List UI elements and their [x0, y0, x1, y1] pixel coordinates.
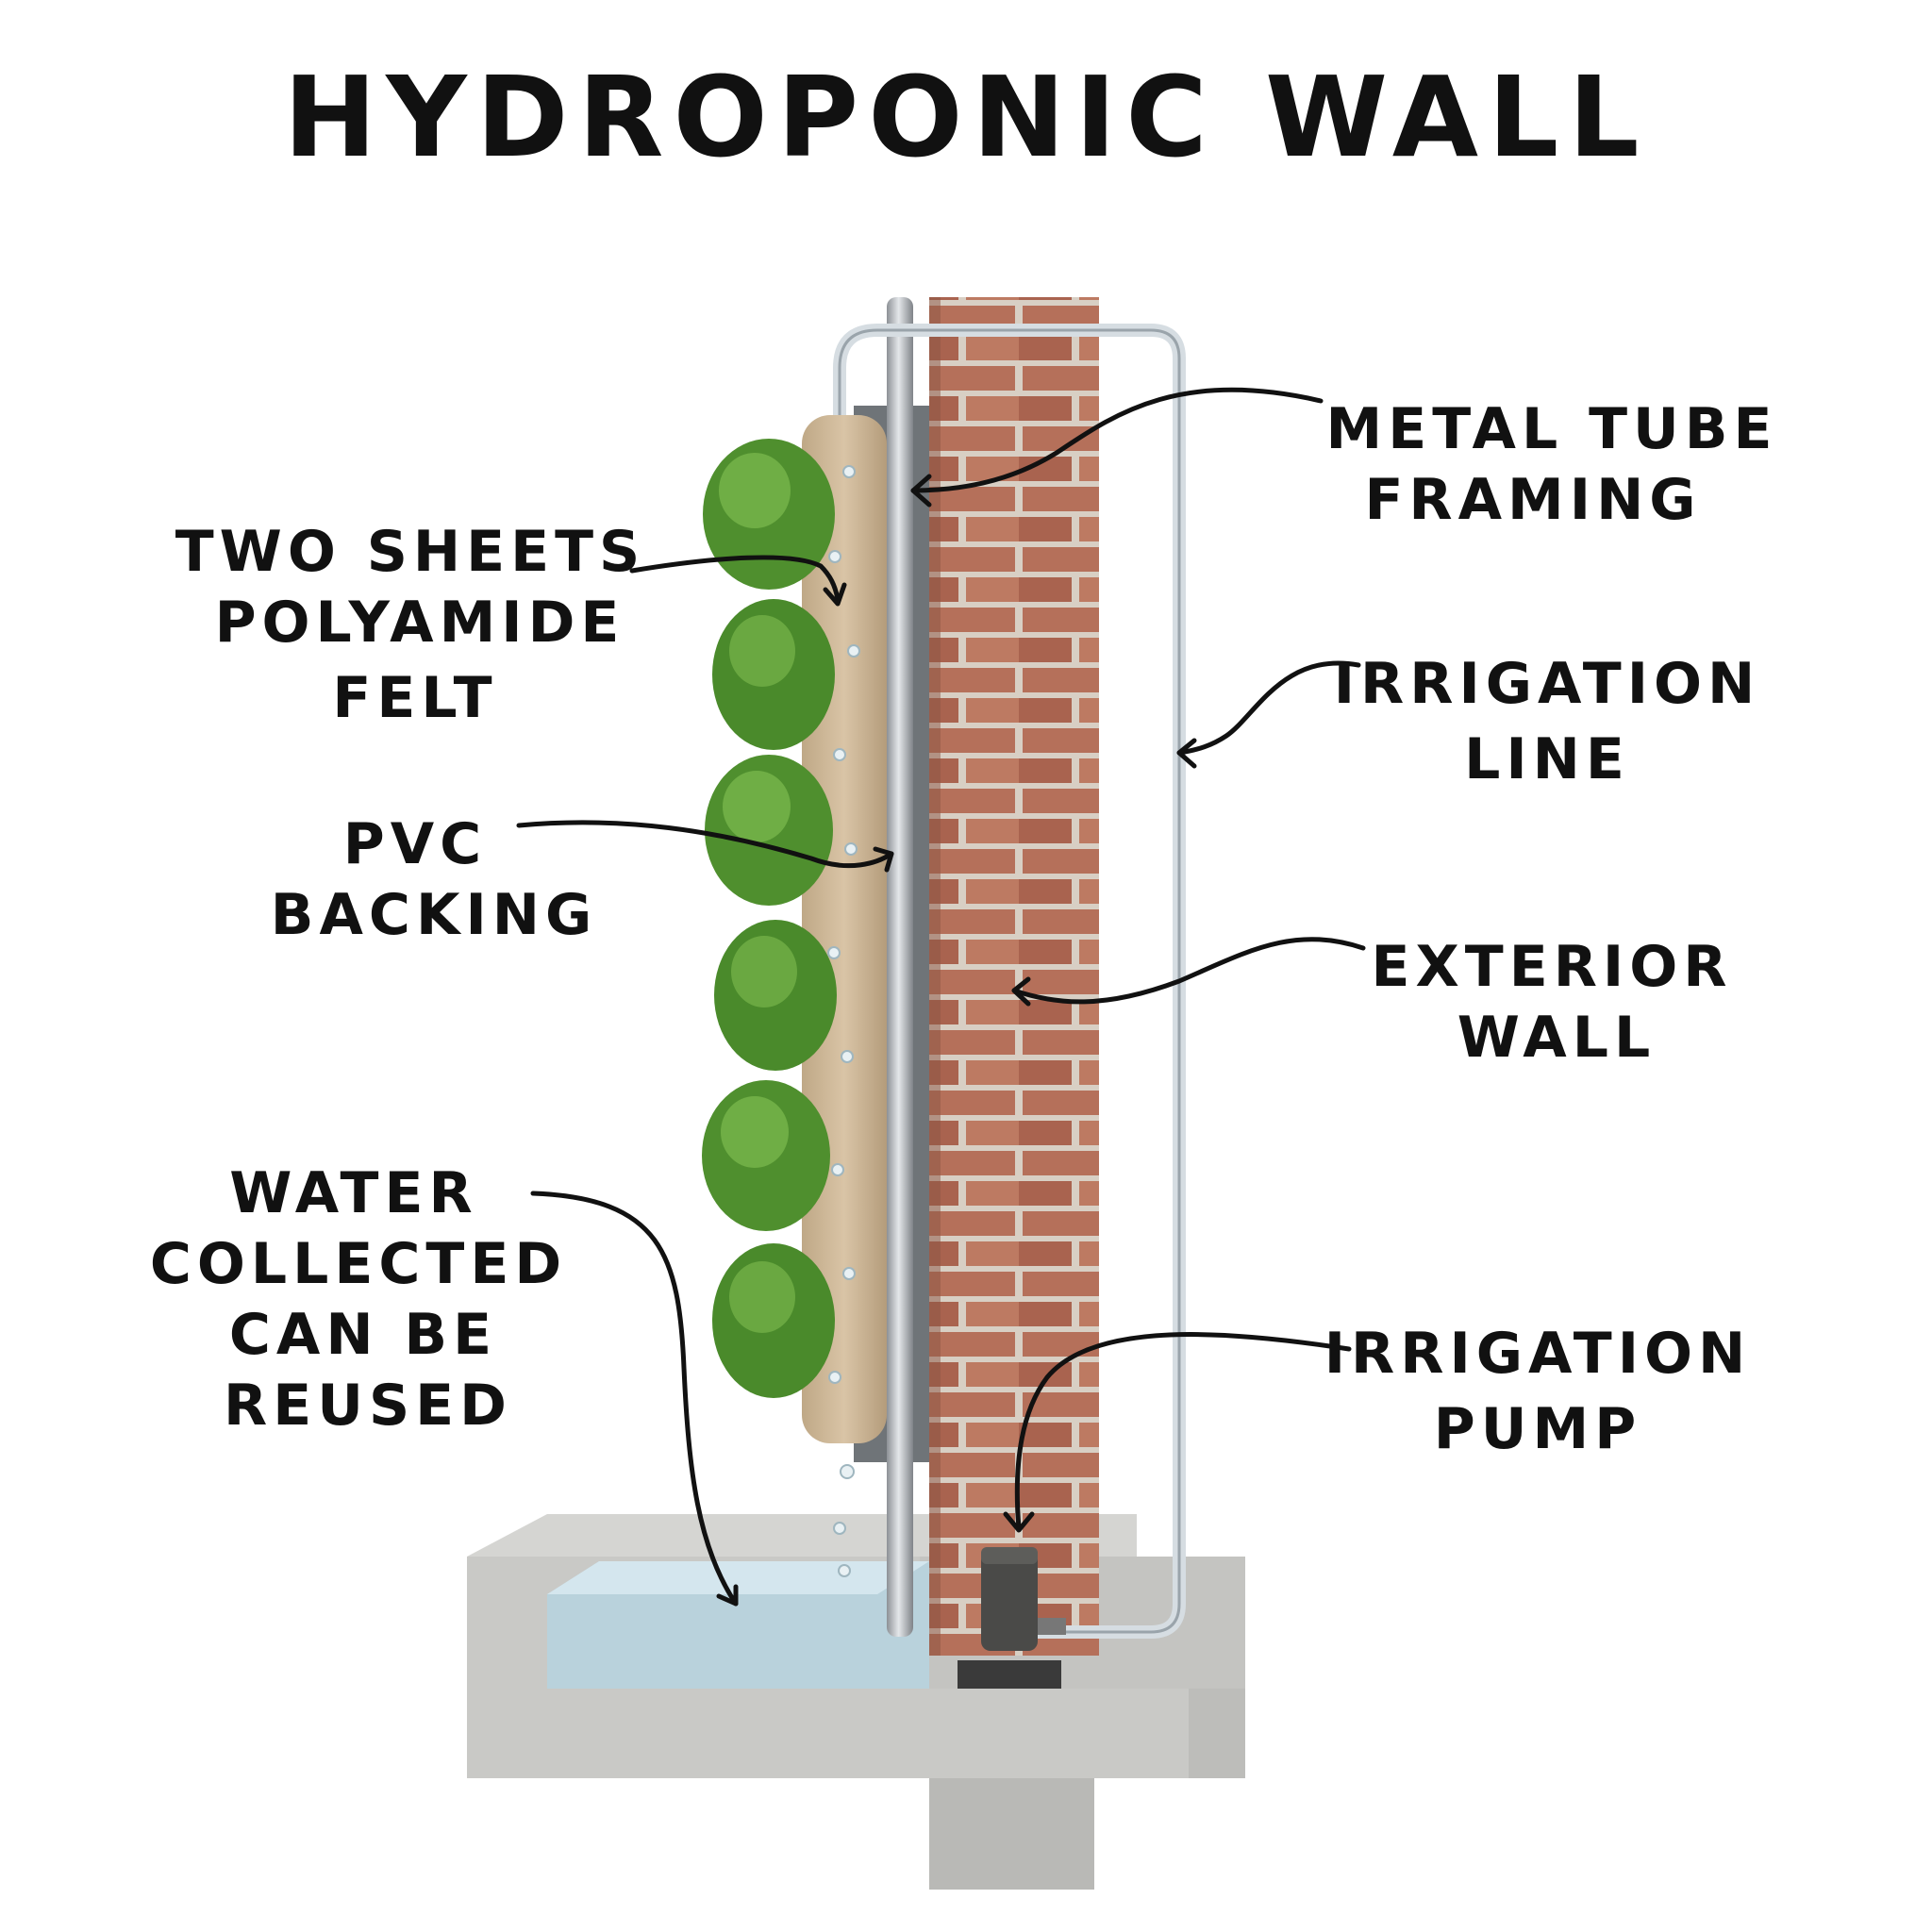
- label-pvc-line1: PVC: [343, 811, 487, 877]
- irrigation-pump: [958, 1547, 1066, 1689]
- label-irrigation-line-line2: LINE: [1464, 726, 1630, 792]
- label-two-sheets-line3: FELT: [332, 665, 497, 731]
- metal-tube-post: [887, 297, 913, 1637]
- diagram-title: HYDROPONIC WALL: [283, 52, 1648, 182]
- arrow-exterior-wall: [1011, 937, 1366, 1005]
- label-irrigation-line-line1: IRRIGATION: [1334, 651, 1761, 717]
- labels: METAL TUBE FRAMING TWO SHEETS POLYAMIDE …: [150, 396, 1778, 1462]
- label-exterior-wall-line1: EXTERIOR: [1372, 934, 1733, 1000]
- leader-arrows: [516, 387, 1366, 1607]
- label-two-sheets-line1: TWO SHEETS: [175, 519, 646, 585]
- label-water-line2: COLLECTED: [150, 1231, 567, 1297]
- arrow-felt: [629, 555, 841, 602]
- wall-illustration: [467, 297, 1245, 1890]
- label-two-sheets-line2: POLYAMIDE: [215, 590, 625, 656]
- arrow-irrigation-pump: [1014, 1332, 1352, 1531]
- arrow-pvc-backing: [516, 820, 894, 869]
- arrow-metal-tube: [910, 387, 1324, 493]
- label-irrigation-pump-line2: PUMP: [1434, 1396, 1641, 1462]
- label-water-line1: WATER: [229, 1160, 477, 1226]
- arrow-water-collected: [530, 1191, 739, 1607]
- label-pvc-line2: BACKING: [271, 882, 597, 948]
- label-metal-tube-line2: FRAMING: [1364, 467, 1701, 533]
- arrow-irrigation-line: [1176, 660, 1361, 756]
- label-water-line3: CAN BE: [229, 1302, 497, 1368]
- concrete-trough: [467, 1514, 1245, 1890]
- label-exterior-wall-line2: WALL: [1457, 1005, 1656, 1071]
- exterior-brick-wall: [929, 297, 1099, 1656]
- label-irrigation-pump-line1: IRRIGATION: [1324, 1321, 1752, 1387]
- label-metal-tube-line1: METAL TUBE: [1326, 396, 1778, 462]
- water-droplets: [827, 465, 860, 1577]
- label-water-line4: REUSED: [224, 1373, 512, 1439]
- plants: [702, 439, 837, 1398]
